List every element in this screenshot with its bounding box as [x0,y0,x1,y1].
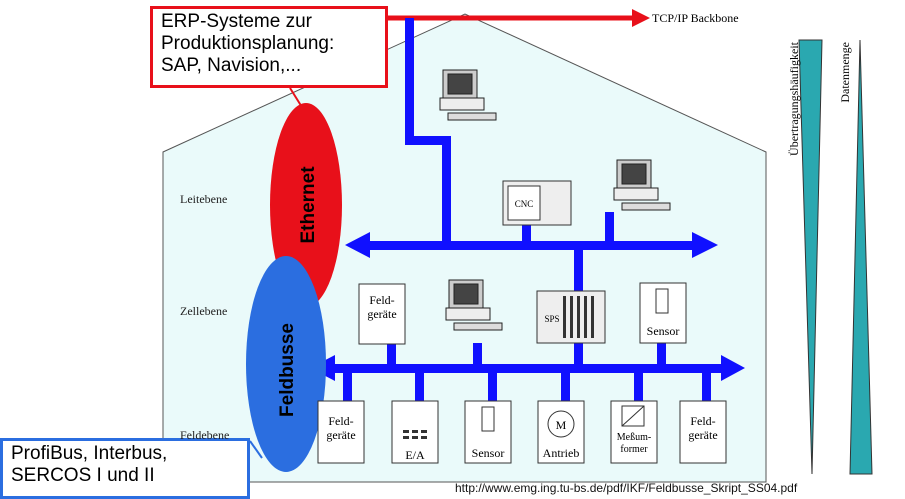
field-box-1 [317,400,365,464]
feldbus-ellipse [246,256,326,472]
volume-label: Datenmenge [838,42,852,103]
backbone-label: TCP/IP Backbone [652,11,739,25]
volume-triangle [849,39,873,475]
field-box-6 [679,400,727,464]
field-label-1: Feld- geräte [326,414,356,442]
computer-icon-right [613,159,671,211]
feldbus-callout: ProfiBus, Interbus, SERCOS I und II [0,438,250,499]
field-label-6: Feld- geräte [688,414,718,442]
source-url: http://www.emg.ing.tu-bs.de/pdf/IKF/Feld… [455,481,798,495]
computer-icon-cell [445,279,503,331]
ethernet-label: Ethernet [298,166,319,244]
feldbus-connector [249,440,263,459]
ethernet-ellipse [270,103,342,307]
frequency-triangle [798,39,823,475]
field-label-5: Meßum- former [616,432,652,455]
level-zellebene: Zellebene [180,304,228,318]
field-label-3: Sensor [471,446,505,460]
cell-feldgeraete-label: Feld- geräte [367,293,397,321]
sps-label: SPS [544,314,559,324]
cell-feldgeraete-box [358,283,406,345]
svg-text:M: M [556,418,567,432]
field-label-2: E/A [405,448,425,462]
level-feldebene: Feldebene [180,428,230,442]
ethernet-network [310,18,745,401]
computer-icon-top [439,69,497,121]
cell-sensor-label: Sensor [646,324,680,338]
feldbusse-label: Feldbusse [277,323,298,417]
level-leitebene: Leitebene [180,192,228,206]
cnc-label: CNC [515,199,534,209]
frequency-label: Übertragungshäufigkeit [787,42,801,156]
field-label-4: Antrieb [542,446,580,460]
erp-callout: ERP-Systeme zur Produktionsplanung: SAP,… [150,6,388,88]
